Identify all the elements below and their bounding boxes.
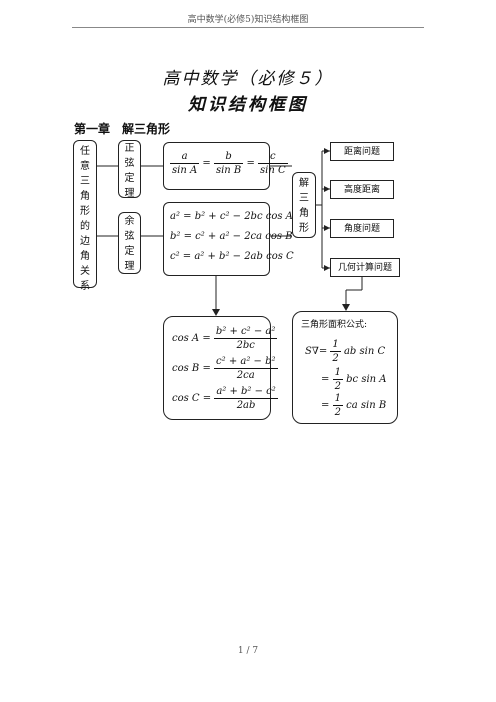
cos-a-den: 2bc — [236, 340, 255, 351]
sine-label-char: 定 — [124, 173, 135, 184]
solve-label-char: 解 — [299, 178, 309, 189]
sine-num-a: a — [170, 150, 200, 164]
cosine-label-char: 理 — [124, 261, 135, 272]
area-eq-2: = — [321, 374, 330, 385]
left-box-char: 任 — [80, 146, 90, 157]
geometry-calc-box: 几何计算问题 — [330, 258, 400, 277]
area-term-3: ca sin B — [346, 400, 387, 411]
area-half-num-2: 1 — [332, 367, 343, 380]
left-box-char: 角 — [80, 191, 90, 202]
cosine-label-text: 余弦定理 — [119, 214, 140, 274]
left-box-char: 系 — [80, 281, 90, 292]
cos-c-den: 2ab — [236, 400, 256, 411]
cos-c-num: a² + b² − c² — [214, 386, 278, 399]
left-box-char: 边 — [80, 236, 90, 247]
cos-b-num: c² + a² − b² — [214, 356, 278, 369]
sine-den-c: sin C — [260, 165, 286, 176]
eq-sign-2: = — [246, 158, 255, 169]
area-half-den-1: 2 — [332, 353, 339, 364]
left-box-char: 形 — [80, 206, 90, 217]
sine-label-char: 正 — [124, 143, 135, 154]
left-box-char: 关 — [80, 266, 90, 277]
page-header: 高中数学(必修5)知识结构框图 — [187, 15, 309, 25]
area-half-den-2: 2 — [334, 381, 341, 392]
left-box-char: 角 — [80, 251, 90, 262]
cos-b-lhs: cos B = — [172, 363, 211, 374]
left-box-char: 意 — [80, 161, 90, 172]
cos-a-lhs: cos A = — [172, 333, 211, 344]
page-number: 1 / 7 — [237, 646, 259, 656]
area-half-num-1: 1 — [330, 339, 341, 352]
sine-num-b: b — [213, 150, 244, 164]
chapter-heading: 第一章 解三角形 — [74, 122, 171, 136]
cosine-label-char: 弦 — [124, 231, 135, 242]
angle-problem-box: 角度问题 — [330, 219, 394, 238]
cos-c-lhs: cos C = — [172, 393, 212, 404]
sine-law-label-box: 正弦定理 — [118, 140, 141, 201]
solve-label-char: 形 — [299, 223, 309, 234]
area-half-num-3: 1 — [332, 393, 343, 406]
cosine-label-char: 余 — [124, 216, 135, 227]
left-box-char: 的 — [80, 221, 90, 232]
left-box-char: 三 — [80, 176, 90, 187]
cosine-law-b: b² = c² + a² − 2ca cos B — [170, 231, 293, 242]
sine-label-char: 理 — [124, 188, 135, 199]
solve-label-char: 三 — [299, 193, 309, 204]
sine-den-b: sin B — [215, 165, 242, 176]
sine-label-text: 正弦定理 — [119, 141, 140, 201]
area-title: 三角形面积公式: — [301, 320, 368, 330]
title-line-1: 高中数学（必修５） — [162, 69, 334, 89]
sine-den-a: sin A — [172, 165, 198, 176]
sine-num-c: c — [258, 150, 288, 164]
arbitrary-triangle-relations-box: 任意三角形的边角关系 — [73, 140, 97, 292]
solve-triangle-box: 解三角形 — [292, 172, 316, 238]
cosine-label-char: 定 — [124, 246, 135, 257]
title-line-2: 知识结构框图 — [188, 95, 308, 115]
area-term-2: bc sin A — [346, 374, 387, 385]
cosine-law-a: a² = b² + c² − 2bc cos A — [170, 211, 293, 222]
sine-label-char: 弦 — [124, 158, 135, 169]
cosine-law-formula-box: a² = b² + c² − 2bc cos A b² = c² + a² − … — [163, 202, 294, 276]
cosine-law-label-box: 余弦定理 — [118, 212, 141, 274]
solve-label-char: 角 — [299, 208, 309, 219]
area-s-label: S∇= — [305, 346, 328, 357]
eq-sign-1: = — [202, 158, 211, 169]
height-distance-box: 高度距离 — [330, 180, 394, 199]
area-eq-3: = — [321, 400, 330, 411]
header-divider — [72, 27, 424, 28]
cos-a-num: b² + c² − a² — [213, 326, 278, 339]
solve-label-text: 解三角形 — [293, 176, 315, 236]
cos-b-den: 2ca — [236, 370, 255, 381]
cosine-law-c: c² = a² + b² − 2ab cos C — [170, 251, 294, 262]
distance-problem-box: 距离问题 — [330, 142, 394, 161]
left-box-text: 任意三角形的边角关系 — [74, 144, 96, 294]
area-half-den-3: 2 — [334, 407, 341, 418]
area-term-1: ab sin C — [343, 346, 386, 357]
